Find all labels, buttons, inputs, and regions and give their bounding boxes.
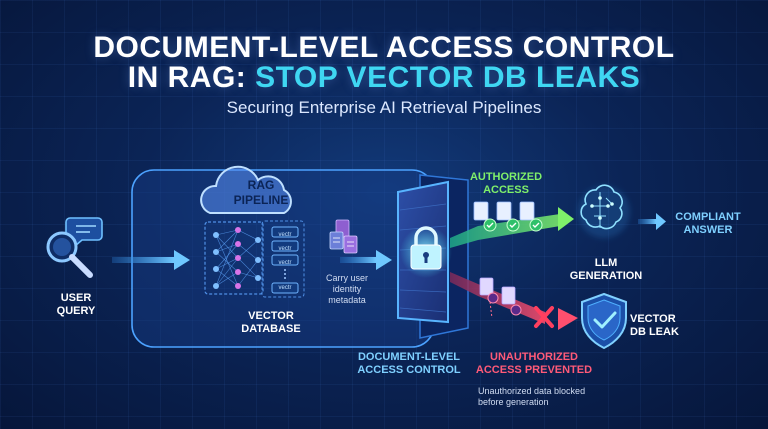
vector-list	[261, 220, 305, 298]
unauthorized-access-label: UNAUTHORIZED ACCESS PREVENTED	[474, 351, 594, 377]
vector-tag-2: vectr	[278, 246, 292, 252]
authorized-documents	[473, 201, 543, 232]
arrow-query-to-pipeline	[112, 250, 190, 270]
carry-identity-note: Carry user identity metadata	[312, 273, 382, 306]
blocked-documents	[479, 277, 522, 319]
blocked-line-1: Unauthorized data blocked	[478, 386, 586, 396]
unauthorized-line-2: ACCESS PREVENTED	[475, 364, 593, 376]
arrow-pipeline-to-access-control	[340, 250, 392, 270]
authorized-access-label: AUTHORIZED ACCESS	[465, 171, 547, 197]
leak-line-2: DB LEAK	[630, 326, 679, 338]
title-line-1: DOCUMENT-LEVEL ACCESS CONTROL	[93, 31, 675, 64]
title-line-2-cyan: STOP VECTOR DB LEAKS	[255, 61, 641, 94]
arrow-to-compliant-answer	[638, 213, 666, 230]
vector-database-label: VECTOR DATABASE	[226, 310, 316, 336]
authorized-line-2: ACCESS	[483, 184, 529, 196]
user-query-label: USER QUERY	[46, 292, 106, 318]
access-control-line-1: DOCUMENT-LEVEL	[357, 351, 461, 363]
access-control-line-2: ACCESS CONTROL	[357, 364, 461, 376]
compliant-answer-label: COMPLIANT ANSWER	[665, 211, 751, 237]
vector-database-line-1: VECTOR	[248, 310, 294, 322]
title-line-2: IN RAG: STOP VECTOR DB LEAKS	[0, 63, 768, 93]
llm-line-2: GENERATION	[569, 270, 643, 282]
neural-network-icon	[204, 221, 264, 295]
block-x-icon	[534, 306, 554, 328]
shield-check-icon	[581, 292, 627, 350]
document-stack-icon	[329, 219, 358, 254]
leak-line-1: VECTOR	[630, 313, 676, 325]
subtitle: Securing Enterprise AI Retrieval Pipelin…	[226, 98, 542, 117]
user-query-line-2: QUERY	[56, 305, 96, 317]
vector-tag-1: vectr	[278, 232, 292, 238]
blocked-line-2: before generation	[478, 397, 549, 407]
vector-database-line-2: DATABASE	[241, 323, 301, 335]
rag-pipeline-label: RAG PIPELINE	[222, 178, 300, 208]
blocked-note: Unauthorized data blocked before generat…	[478, 386, 604, 408]
rag-pipeline-line-1: RAG	[247, 178, 275, 192]
authorized-line-1: AUTHORIZED	[469, 171, 543, 183]
rag-pipeline-line-2: PIPELINE	[233, 193, 289, 207]
title-line-2-white: IN RAG:	[127, 61, 256, 94]
compliant-line-2: ANSWER	[683, 224, 733, 236]
llm-generation-label: LLM GENERATION	[566, 257, 646, 283]
llm-line-1: LLM	[594, 257, 618, 269]
vector-tag-last: vectr	[278, 285, 292, 291]
vector-tags: vectr vectr vectr	[270, 228, 300, 270]
carry-line-1: Carry user	[325, 273, 368, 283]
rag-cloud-icon	[200, 165, 292, 214]
brain-icon	[578, 184, 630, 238]
access-control-shield-icon	[397, 174, 469, 339]
access-control-label: DOCUMENT-LEVEL ACCESS CONTROL	[344, 351, 474, 377]
carry-line-3: metadata	[328, 295, 366, 305]
vector-tag-3: vectr	[278, 260, 292, 266]
user-query-line-1: USER	[60, 292, 92, 304]
unauthorized-line-1: UNAUTHORIZED	[490, 351, 578, 363]
search-chat-icon	[46, 217, 103, 278]
carry-line-2: identity	[332, 284, 362, 294]
vector-db-leak-label: VECTOR DB LEAK	[630, 313, 700, 339]
compliant-line-1: COMPLIANT	[675, 211, 741, 223]
